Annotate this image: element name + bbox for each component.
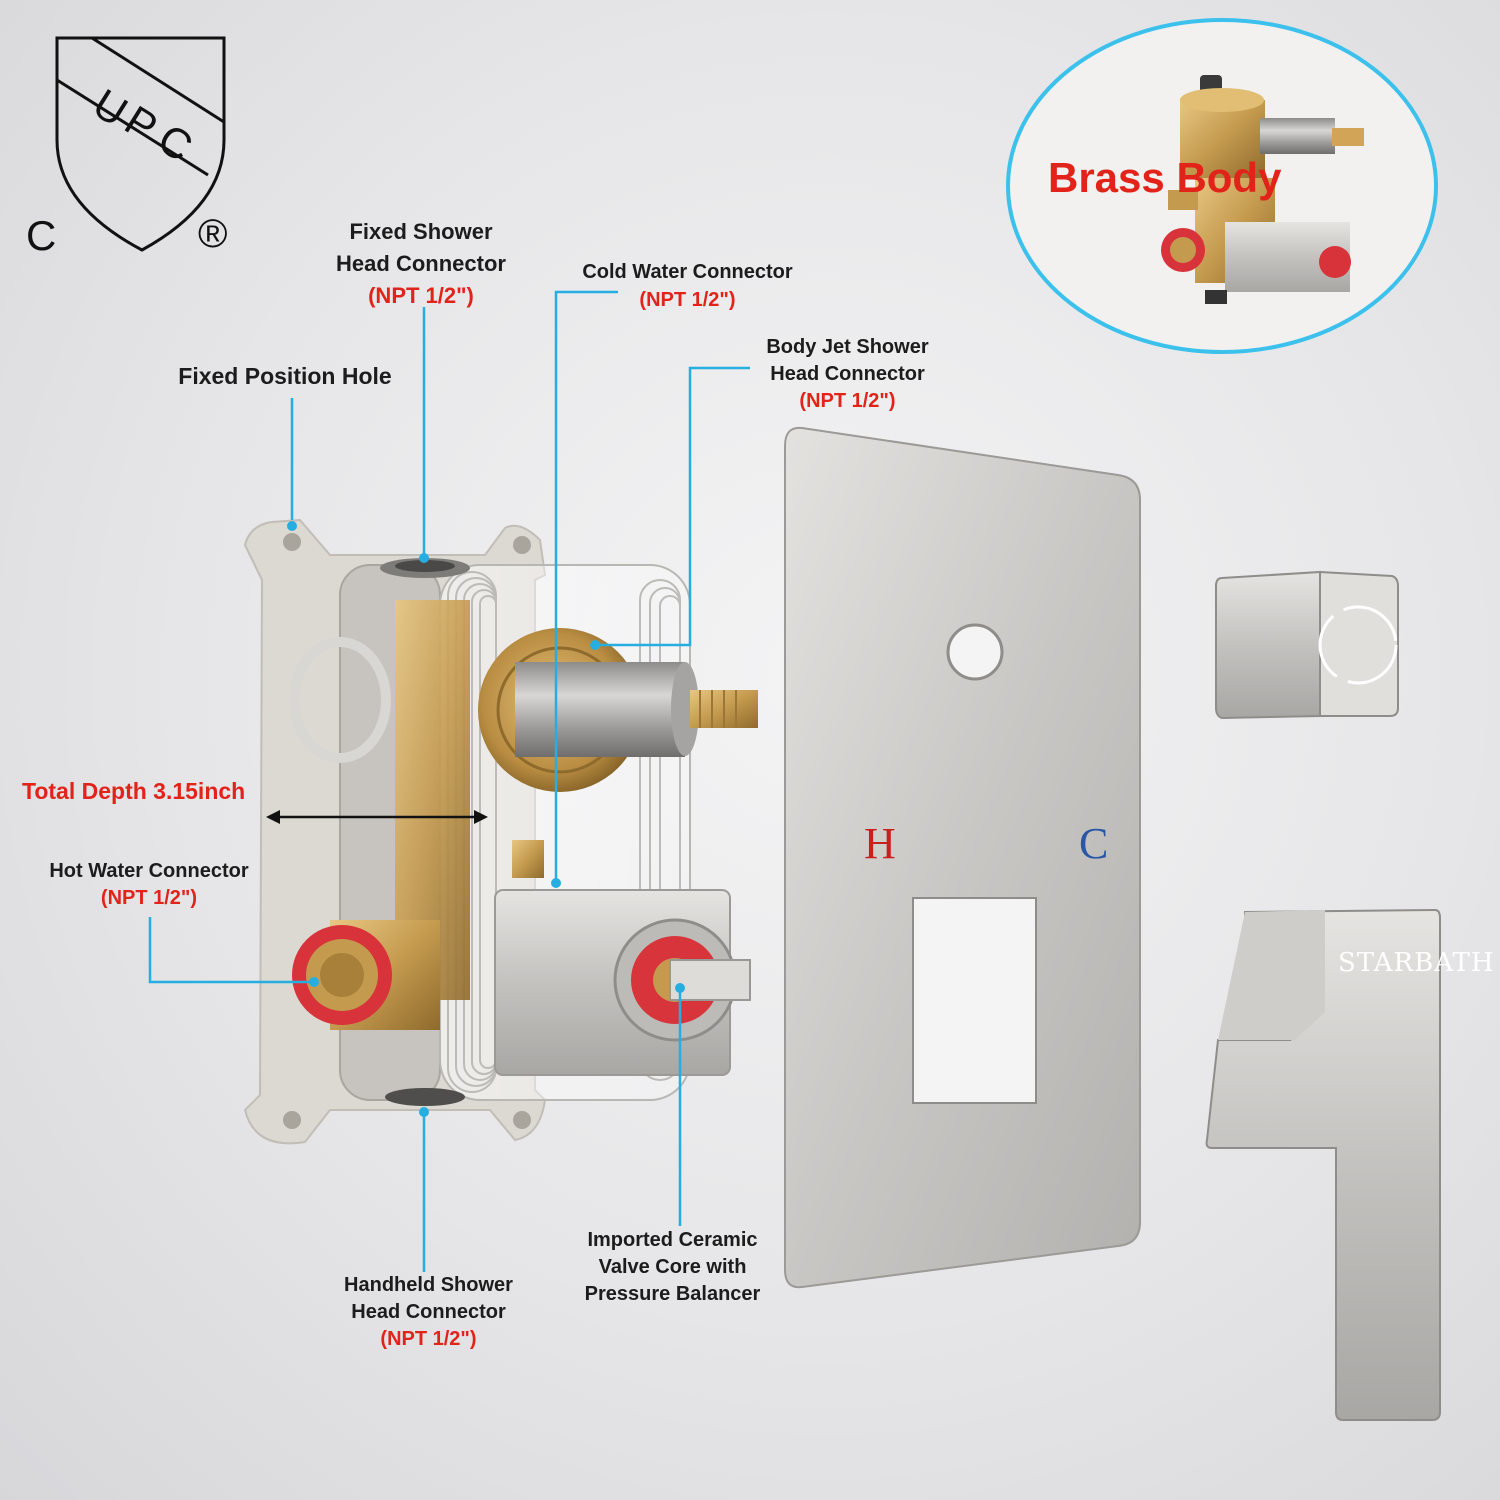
registered-mark: ®	[198, 212, 228, 256]
handheld-line1: Handheld Shower	[344, 1274, 513, 1296]
ceramic-core-line3: Pressure Balancer	[584, 1283, 761, 1305]
ceramic-core-callout: Imported Ceramic Valve Core with Pressur…	[565, 1227, 780, 1308]
depth-arrow	[266, 810, 488, 824]
brass-body-label: Brass Body	[1048, 156, 1281, 200]
body-jet-line1: Body Jet Shower	[766, 336, 929, 358]
brand-logo: STARBATH	[1338, 948, 1495, 978]
cold-water-spec: (NPT 1/2")	[639, 289, 736, 311]
cold-water-callout: Cold Water Connector (NPT 1/2")	[560, 258, 815, 314]
body-jet-spec: (NPT 1/2")	[799, 390, 896, 412]
body-jet-callout: Body Jet Shower Head Connector (NPT 1/2"…	[745, 334, 950, 415]
ceramic-core-line2: Valve Core with	[598, 1256, 747, 1278]
fixed-shower-head-line2: Head Connector	[336, 251, 506, 276]
leader-lines	[148, 290, 750, 1272]
fixed-shower-head-callout: Fixed Shower Head Connector (NPT 1/2")	[316, 216, 526, 312]
valve-body	[243, 518, 758, 1145]
handheld-line2: Head Connector	[351, 1301, 506, 1323]
hot-water-spec: (NPT 1/2")	[100, 887, 198, 909]
cold-mark: C	[1079, 819, 1109, 868]
lever-handle	[1205, 908, 1441, 1421]
hot-water-line1: Hot Water Connector	[49, 860, 249, 882]
total-depth-label: Total Depth 3.15inch	[22, 778, 246, 804]
brass-body-line1: Brass	[1048, 154, 1165, 201]
handle-cap	[1215, 570, 1399, 720]
cold-water-line1: Cold Water Connector	[582, 261, 793, 283]
ceramic-core-line1: Imported Ceramic	[587, 1229, 758, 1251]
fixed-shower-head-spec: (NPT 1/2")	[368, 283, 474, 308]
upc-left-mark: C	[26, 212, 57, 259]
body-jet-line2: Head Connector	[770, 363, 925, 385]
fixed-position-hole-callout: Fixed Position Hole	[160, 362, 410, 390]
brass-body-line2: Body	[1176, 154, 1282, 201]
trim-plate	[784, 426, 1141, 1289]
fixed-position-hole-line1: Fixed Position Hole	[178, 363, 392, 389]
handheld-callout: Handheld Shower Head Connector (NPT 1/2"…	[326, 1272, 531, 1353]
brass-body-inset	[1006, 18, 1438, 354]
leader-dots	[287, 521, 685, 1117]
hot-mark: H	[864, 819, 896, 868]
upc-shield-icon	[55, 36, 226, 252]
handheld-spec: (NPT 1/2")	[380, 1328, 477, 1350]
hot-water-callout: Hot Water Connector (NPT 1/2")	[30, 858, 268, 912]
fixed-shower-head-line1: Fixed Shower	[349, 219, 493, 244]
